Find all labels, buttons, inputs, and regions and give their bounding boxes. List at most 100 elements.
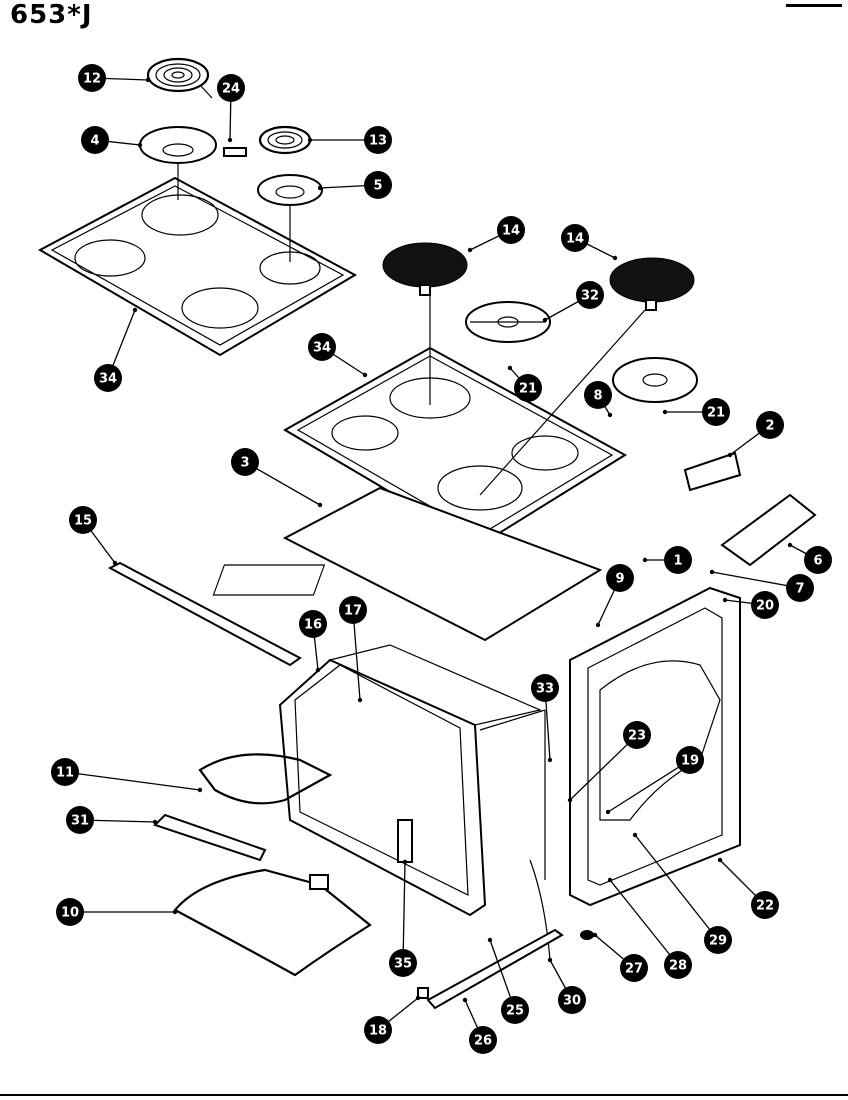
callout-badge-19 xyxy=(676,746,704,774)
callout-arrowhead-15 xyxy=(112,560,118,566)
callout-leader-19 xyxy=(607,759,691,813)
callout-label-27: 27 xyxy=(625,962,643,977)
callout-arrowhead-33 xyxy=(547,757,553,763)
callout-leader-28 xyxy=(609,879,679,966)
callout-badge-22 xyxy=(751,891,779,919)
callout-badge-14 xyxy=(561,224,589,252)
callout-label-26: 26 xyxy=(474,1034,492,1049)
callout-label-29: 29 xyxy=(709,934,727,949)
footer-rule xyxy=(0,1094,848,1096)
callout-badge-27 xyxy=(620,954,648,982)
callout-label-11: 11 xyxy=(56,766,74,781)
callout-arrowhead-14 xyxy=(612,255,618,261)
callout-arrowhead-31 xyxy=(152,819,158,825)
callout-label-14: 14 xyxy=(566,232,584,247)
callout-label-19: 19 xyxy=(681,754,699,769)
callout-badge-3 xyxy=(231,448,259,476)
callout-badge-11 xyxy=(51,758,79,786)
element-bracket-32a xyxy=(465,301,551,343)
range-body xyxy=(569,586,741,907)
callout-leader-35 xyxy=(402,861,406,964)
callout-badge-33 xyxy=(531,674,559,702)
callout-arrowhead-19 xyxy=(605,809,611,815)
callout-badge-18 xyxy=(364,1016,392,1044)
kick-panel-26 xyxy=(426,928,564,1010)
wire-30 xyxy=(529,859,551,961)
callout-label-16: 16 xyxy=(304,618,322,633)
callout-leader-17 xyxy=(352,609,361,701)
callout-badge-35 xyxy=(389,949,417,977)
leg-27 xyxy=(580,930,594,940)
callout-badge-1 xyxy=(664,546,692,574)
callout-label-21: 21 xyxy=(519,382,537,397)
callout-arrowhead-14 xyxy=(467,247,473,253)
callout-arrowhead-27 xyxy=(592,932,598,938)
drip-pan-5 xyxy=(257,174,323,206)
callout-arrowhead-34 xyxy=(362,372,368,378)
broil-element-11 xyxy=(198,753,333,805)
callout-label-17: 17 xyxy=(344,604,362,619)
callout-badge-32 xyxy=(576,281,604,309)
switch-2 xyxy=(683,451,742,492)
trim-strip-15 xyxy=(107,561,302,667)
callout-arrowhead-34 xyxy=(132,307,138,313)
callout-badge-21 xyxy=(514,374,542,402)
callout-arrowhead-3 xyxy=(317,502,323,508)
callout-arrowhead-35 xyxy=(402,859,408,865)
callout-badge-14 xyxy=(497,216,525,244)
callout-label-30: 30 xyxy=(563,994,581,1009)
callout-label-34: 34 xyxy=(99,372,117,387)
callout-badge-7 xyxy=(786,574,814,602)
header-rule xyxy=(786,4,842,7)
callout-label-13: 13 xyxy=(369,134,387,149)
callout-arrowhead-10 xyxy=(172,909,178,915)
callout-badge-4 xyxy=(81,126,109,154)
callout-badge-13 xyxy=(364,126,392,154)
callout-label-32: 32 xyxy=(581,289,599,304)
callout-arrowhead-7 xyxy=(709,569,715,575)
callout-badge-2 xyxy=(756,411,784,439)
callout-badge-30 xyxy=(558,986,586,1014)
callout-arrowhead-22 xyxy=(717,857,723,863)
callout-arrowhead-20 xyxy=(722,597,728,603)
callout-badge-12 xyxy=(78,64,106,92)
callout-label-31: 31 xyxy=(71,814,89,829)
callout-label-28: 28 xyxy=(669,959,687,974)
callout-arrowhead-17 xyxy=(357,697,363,703)
cooktop-right xyxy=(283,346,627,547)
callout-label-3: 3 xyxy=(240,456,249,471)
callout-badge-34 xyxy=(94,364,122,392)
callout-label-23: 23 xyxy=(628,729,646,744)
callout-badge-34 xyxy=(308,333,336,361)
coil-element-13 xyxy=(223,125,312,157)
solid-element-14a xyxy=(382,242,468,296)
callout-badge-6 xyxy=(804,546,832,574)
callout-label-15: 15 xyxy=(74,514,92,529)
callout-badge-8 xyxy=(584,381,612,409)
callout-arrowhead-26 xyxy=(462,997,468,1003)
callout-leader-11 xyxy=(64,771,201,791)
callout-label-35: 35 xyxy=(394,957,412,972)
cooktop-left xyxy=(37,176,358,357)
callout-arrowhead-21 xyxy=(662,409,668,415)
callout-arrowhead-29 xyxy=(632,832,638,838)
diagram-title: 653*J xyxy=(10,0,93,30)
callout-arrowhead-16 xyxy=(315,667,321,673)
callout-badge-15 xyxy=(69,506,97,534)
callout-leader-3 xyxy=(244,461,321,506)
callout-label-10: 10 xyxy=(61,906,79,921)
callout-label-33: 33 xyxy=(536,682,554,697)
callout-badge-16 xyxy=(299,610,327,638)
callout-arrowhead-9 xyxy=(595,622,601,628)
burner-box-3 xyxy=(212,486,603,642)
callout-label-12: 12 xyxy=(83,72,101,87)
callout-badge-25 xyxy=(501,996,529,1024)
callout-arrowhead-13 xyxy=(307,137,313,143)
callout-arrowhead-5 xyxy=(317,185,323,191)
callout-badge-5 xyxy=(364,171,392,199)
element-shield-31 xyxy=(153,813,267,862)
callout-badge-28 xyxy=(664,951,692,979)
callout-label-25: 25 xyxy=(506,1004,524,1019)
callout-leader-7 xyxy=(711,571,801,589)
callout-arrowhead-1 xyxy=(642,557,648,563)
